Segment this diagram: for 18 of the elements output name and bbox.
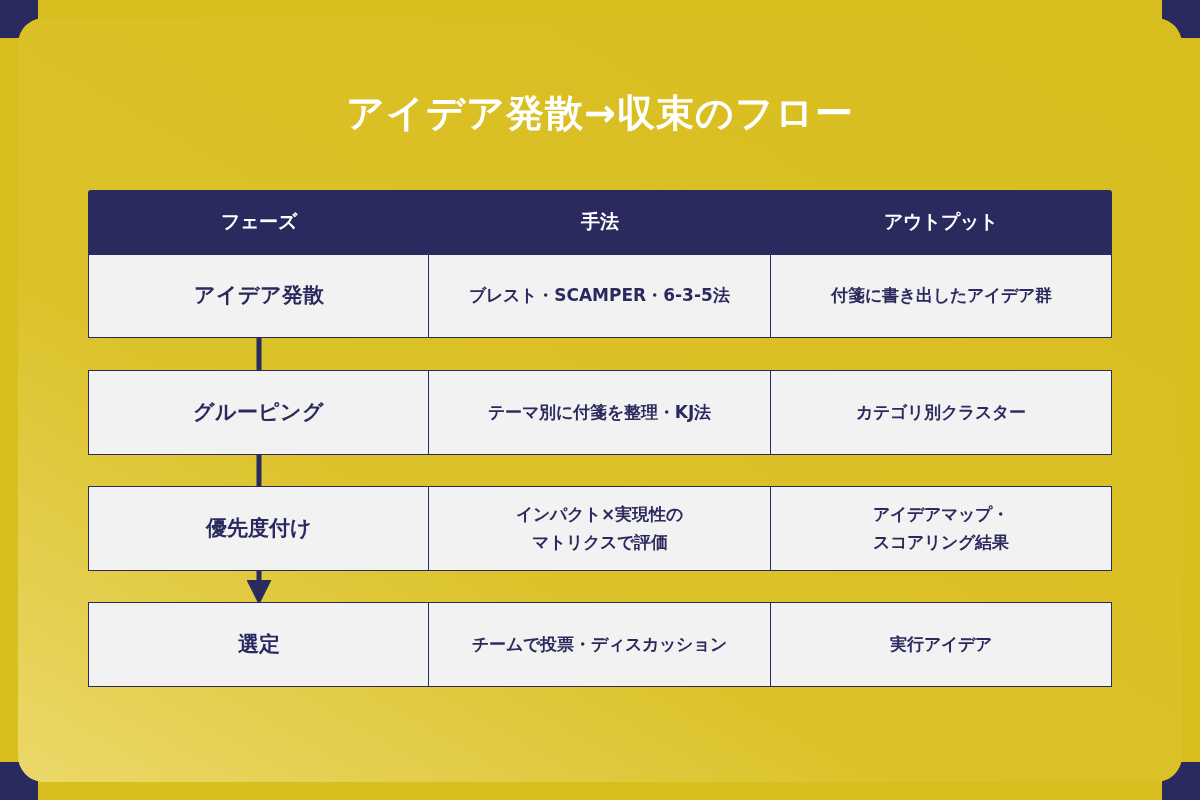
- connector-line: [256, 338, 262, 370]
- table-cell: カテゴリ別クラスター: [770, 370, 1112, 455]
- table-cell: チームで投票・ディスカッション: [428, 602, 771, 687]
- title: アイデア発散→収束のフロー: [345, 90, 855, 137]
- connector-line: [256, 455, 262, 486]
- phase-cell: 優先度付け: [88, 486, 429, 571]
- table-cell: テーマ別に付箋を整理・KJ法: [428, 370, 771, 455]
- phase-cell: 選定: [88, 602, 429, 687]
- table-cell: ブレスト・SCAMPER・6-3-5法: [428, 254, 771, 338]
- phase-cell: グルーピング: [88, 370, 429, 455]
- header-cell: 手法: [428, 190, 771, 254]
- table-cell: 付箋に書き出したアイデア群: [770, 254, 1112, 338]
- header-cell: アウトプット: [770, 190, 1112, 254]
- table-cell: インパクト×実現性のマトリクスで評価: [428, 486, 771, 571]
- phase-cell: アイデア発散: [88, 254, 429, 338]
- table-cell: アイデアマップ・スコアリング結果: [770, 486, 1112, 571]
- table-cell: 実行アイデア: [770, 602, 1112, 687]
- header-cell: フェーズ: [88, 190, 429, 254]
